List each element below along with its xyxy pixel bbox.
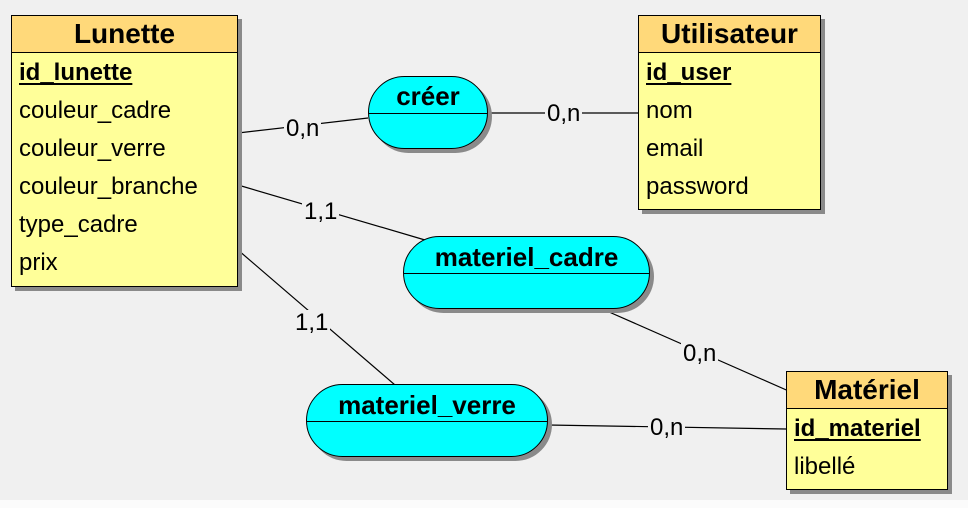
- attribute: email: [646, 135, 704, 162]
- association-title: materiel_verre: [307, 385, 547, 422]
- attribute: prix: [19, 249, 58, 276]
- association-title: materiel_cadre: [404, 237, 649, 274]
- association-materiel-verre[interactable]: materiel_verre: [306, 384, 548, 457]
- entity-materiel[interactable]: Matériel id_materiel libellé: [786, 371, 948, 490]
- bottom-strip: [0, 500, 968, 508]
- attribute: nom: [646, 97, 693, 124]
- primary-key: id_lunette: [19, 59, 133, 86]
- attribute: libellé: [794, 453, 856, 480]
- primary-key: id_materiel: [794, 415, 921, 442]
- cardinality-label: 0,n: [284, 115, 322, 142]
- cardinality-label: 1,1: [293, 309, 331, 336]
- attribute: type_cadre: [19, 211, 138, 238]
- attribute: couleur_cadre: [19, 97, 172, 124]
- primary-key: id_user: [646, 59, 732, 86]
- entity-utilisateur[interactable]: Utilisateur id_user nom email password: [638, 15, 821, 210]
- attribute: couleur_branche: [19, 173, 198, 200]
- cardinality-label: 0,n: [681, 340, 719, 367]
- association-creer[interactable]: créer: [368, 76, 488, 149]
- association-materiel-cadre[interactable]: materiel_cadre: [403, 236, 650, 309]
- entity-title: Utilisateur: [639, 16, 820, 53]
- cardinality-label: 1,1: [302, 198, 340, 225]
- entity-title: Lunette: [12, 16, 237, 53]
- entity-lunette[interactable]: Lunette id_lunette couleur_cadre couleur…: [11, 15, 238, 287]
- cardinality-label: 0,n: [545, 100, 583, 127]
- entity-title: Matériel: [787, 372, 947, 409]
- attribute: password: [646, 173, 749, 200]
- association-title: créer: [369, 77, 487, 114]
- attribute: couleur_verre: [19, 135, 166, 162]
- cardinality-label: 0,n: [648, 414, 686, 441]
